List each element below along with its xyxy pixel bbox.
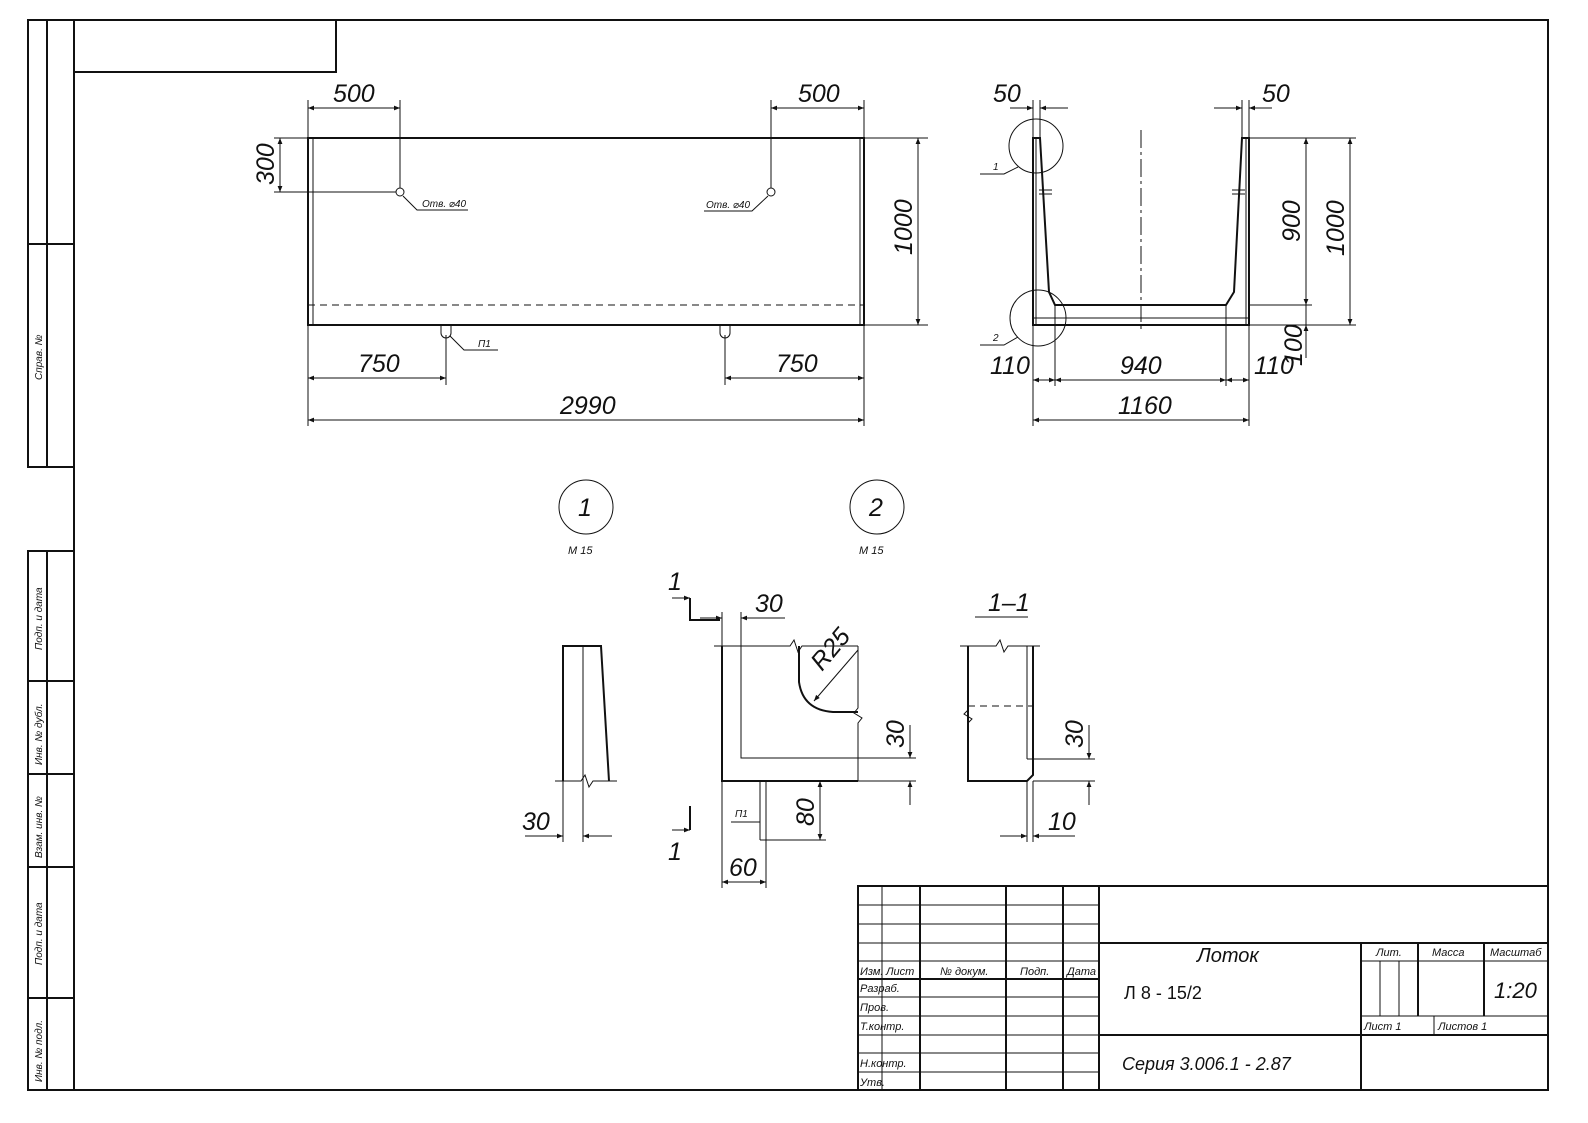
- tb-row-utv: Утв.: [859, 1077, 885, 1089]
- detail-circle-1: [558, 479, 614, 535]
- loop-section: [760, 780, 767, 841]
- tb-series: Серия 3.006.1 - 2.87: [1122, 1054, 1292, 1074]
- side-labels: Справ. № Подп. и дата Инв. № дубл. Взам.…: [33, 334, 45, 1082]
- section-marker-top: 1: [668, 568, 682, 596]
- detail-circle-2-scale: М 15: [859, 545, 884, 557]
- hole-left: [395, 187, 405, 197]
- tb-header-list: Лист: [885, 966, 914, 978]
- detail-2: 1 1 30 R25 30 80 60 П1: [668, 568, 916, 888]
- detail-1: 30: [522, 645, 617, 842]
- callout-label-1: 1: [993, 162, 999, 173]
- tb-code: Л 8 - 15/2: [1124, 983, 1202, 1003]
- dim-right-loop: 750: [776, 350, 818, 378]
- hole-label-right: Отв. ⌀40: [706, 200, 750, 211]
- tb-header-doc: № докум.: [940, 966, 988, 978]
- callout-circle-2: [1009, 289, 1067, 347]
- tb-sheets: Листов 1: [1437, 1021, 1487, 1033]
- tb-header-izm: Изм.: [860, 966, 883, 978]
- detail-2-loop-label: П1: [735, 809, 748, 820]
- loop-label: П1: [478, 339, 491, 350]
- callout-label-2: 2: [992, 333, 999, 344]
- side-label-sign-1: Подп. и дата: [34, 587, 45, 650]
- dim-wall-left: 50: [993, 80, 1021, 108]
- dim-left-offset: 500: [333, 80, 375, 108]
- dim-hole-depth: 300: [252, 143, 280, 185]
- tb-row-tkontr: Т.контр.: [860, 1021, 904, 1033]
- side-label-replace: Взам. инв. №: [34, 796, 45, 858]
- tb-name: Лоток: [1195, 945, 1260, 967]
- tb-row-razrab: Разраб.: [860, 983, 900, 995]
- tb-row-nkontr: Н.контр.: [860, 1058, 907, 1070]
- section-marker-bottom: 1: [668, 838, 682, 866]
- tb-header-date: Дата: [1065, 966, 1096, 978]
- detail-2-top-dim: 30: [755, 590, 783, 618]
- detail-2-loop-w: 60: [729, 854, 757, 882]
- detail-circle-2: [849, 479, 905, 535]
- dim-side-width: 1160: [1118, 392, 1172, 420]
- hole-right: [766, 187, 776, 197]
- dim-side-height: 1000: [1322, 200, 1350, 256]
- dim-wall-right: 50: [1262, 80, 1290, 108]
- dim-front-height: 1000: [890, 199, 918, 255]
- tb-mass-label: Масса: [1432, 947, 1465, 959]
- dim-length: 2990: [559, 392, 616, 420]
- tb-header-sign: Подп.: [1020, 966, 1049, 978]
- dim-side-left: 110: [990, 352, 1030, 380]
- side-label-orig: Инв. № подл.: [34, 1020, 45, 1082]
- tb-scale-label: Масштаб: [1490, 947, 1542, 959]
- detail-1-dim: 30: [522, 808, 550, 836]
- dim-side-middle: 940: [1120, 352, 1162, 380]
- side-label-ref: Справ. №: [34, 334, 45, 380]
- detail-circle-1-scale: М 15: [568, 545, 593, 557]
- front-view: 500 500 300 1000 750 750 2990 Отв. ⌀40 О…: [252, 80, 928, 426]
- detail-2-radius: R25: [805, 623, 856, 676]
- side-outline: [1032, 137, 1250, 326]
- detail-circles: 1 М 15 2 М 15: [558, 479, 905, 557]
- side-view: 1 2 50 50 900 1000 100 110 940 110: [980, 80, 1356, 426]
- detail-circle-2-num: 2: [868, 494, 883, 522]
- tb-scale-value: 1:20: [1494, 978, 1538, 1003]
- detail-2-loop-h: 80: [792, 798, 820, 826]
- section-1-1: 1–1 30 10: [960, 589, 1095, 842]
- section-right-dim: 30: [1061, 720, 1089, 748]
- dim-side-right: 110: [1254, 352, 1294, 380]
- section-1-1-title: 1–1: [988, 589, 1030, 617]
- side-label-dup: Инв. № дубл.: [33, 704, 45, 766]
- title-block: Изм. Лист № докум. Подп. Дата Разраб. Пр…: [857, 885, 1549, 1091]
- section-bottom-dim: 10: [1048, 808, 1076, 836]
- detail-circle-1-num: 1: [578, 494, 592, 522]
- tb-lit-label: Лит.: [1375, 947, 1402, 959]
- dim-bottom: 100: [1280, 324, 1308, 366]
- tb-row-prov: Пров.: [860, 1002, 889, 1014]
- dim-inner-height: 900: [1278, 200, 1306, 242]
- hole-label-left: Отв. ⌀40: [422, 199, 466, 210]
- detail-2-right-dim: 30: [882, 720, 910, 748]
- side-label-sign-2: Подп. и дата: [34, 902, 45, 965]
- dim-right-offset: 500: [798, 80, 840, 108]
- front-outline: [307, 137, 865, 326]
- sheet-frame: [27, 19, 1549, 1091]
- tb-sheet: Лист 1: [1363, 1021, 1402, 1033]
- dim-left-loop: 750: [358, 350, 400, 378]
- callout-circle-1: [1008, 118, 1064, 174]
